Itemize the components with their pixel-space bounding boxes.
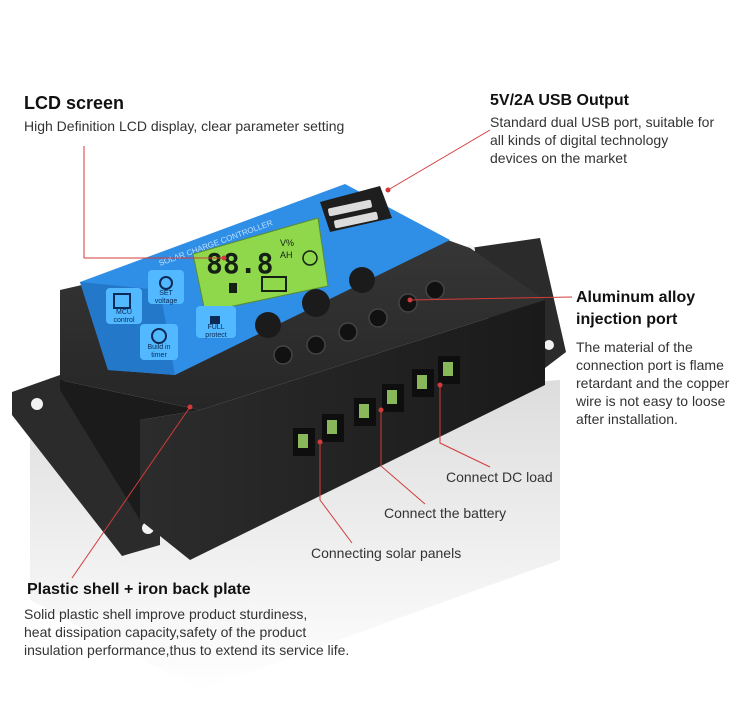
leader-solar [319, 442, 353, 544]
solar-panels-label: Connecting solar panels [311, 545, 462, 561]
leader-lines [71, 129, 573, 579]
shell-callout-desc: Solid plastic shell improve product stur… [24, 606, 350, 658]
lcd-bulb-icon [302, 250, 318, 266]
leader-lcd [83, 146, 224, 259]
feature-icon-timer [140, 324, 178, 360]
lcd-unit-bottom: AH [280, 250, 293, 260]
feature-icon-lock [196, 306, 236, 338]
feature-icon-mcu [106, 288, 142, 324]
lcd-callout-desc: High Definition LCD display, clear param… [24, 118, 345, 134]
terminal-screw-holes [273, 280, 445, 365]
mounting-flange-left [12, 375, 160, 556]
leader-dots [187, 187, 443, 445]
feature-icon-set [148, 270, 184, 304]
lcd-digits: 88.8 [206, 247, 273, 280]
lcd-panel-icon [229, 283, 237, 293]
dc-load-label: Connect DC load [446, 469, 553, 485]
terminal-slots [293, 356, 460, 456]
lcd-callout-title: LCD screen [24, 93, 125, 113]
leader-dc-load [439, 385, 491, 468]
leader-usb [387, 129, 491, 191]
lcd-battery-icon [261, 276, 287, 292]
lcd-unit-top: V% [280, 238, 294, 248]
leader-shell [71, 406, 191, 579]
aluminum-callout-desc: The material of the connection port is f… [576, 339, 730, 427]
shell-callout-title: Plastic shell + iron back plate [27, 581, 251, 598]
leader-aluminum [409, 296, 573, 301]
control-buttons [255, 267, 375, 338]
lcd-screen: 88.8 V% AH [192, 217, 329, 313]
usb-callout-title: 5V/2A USB Output [490, 92, 629, 109]
aluminum-callout-title: Aluminum alloy injection port [576, 289, 696, 328]
usb-port-block [320, 186, 392, 232]
housing-side [60, 380, 200, 520]
battery-label: Connect the battery [384, 505, 507, 521]
usb-callout-desc: Standard dual USB port, suitable for all… [490, 114, 715, 166]
leader-battery [380, 410, 426, 505]
